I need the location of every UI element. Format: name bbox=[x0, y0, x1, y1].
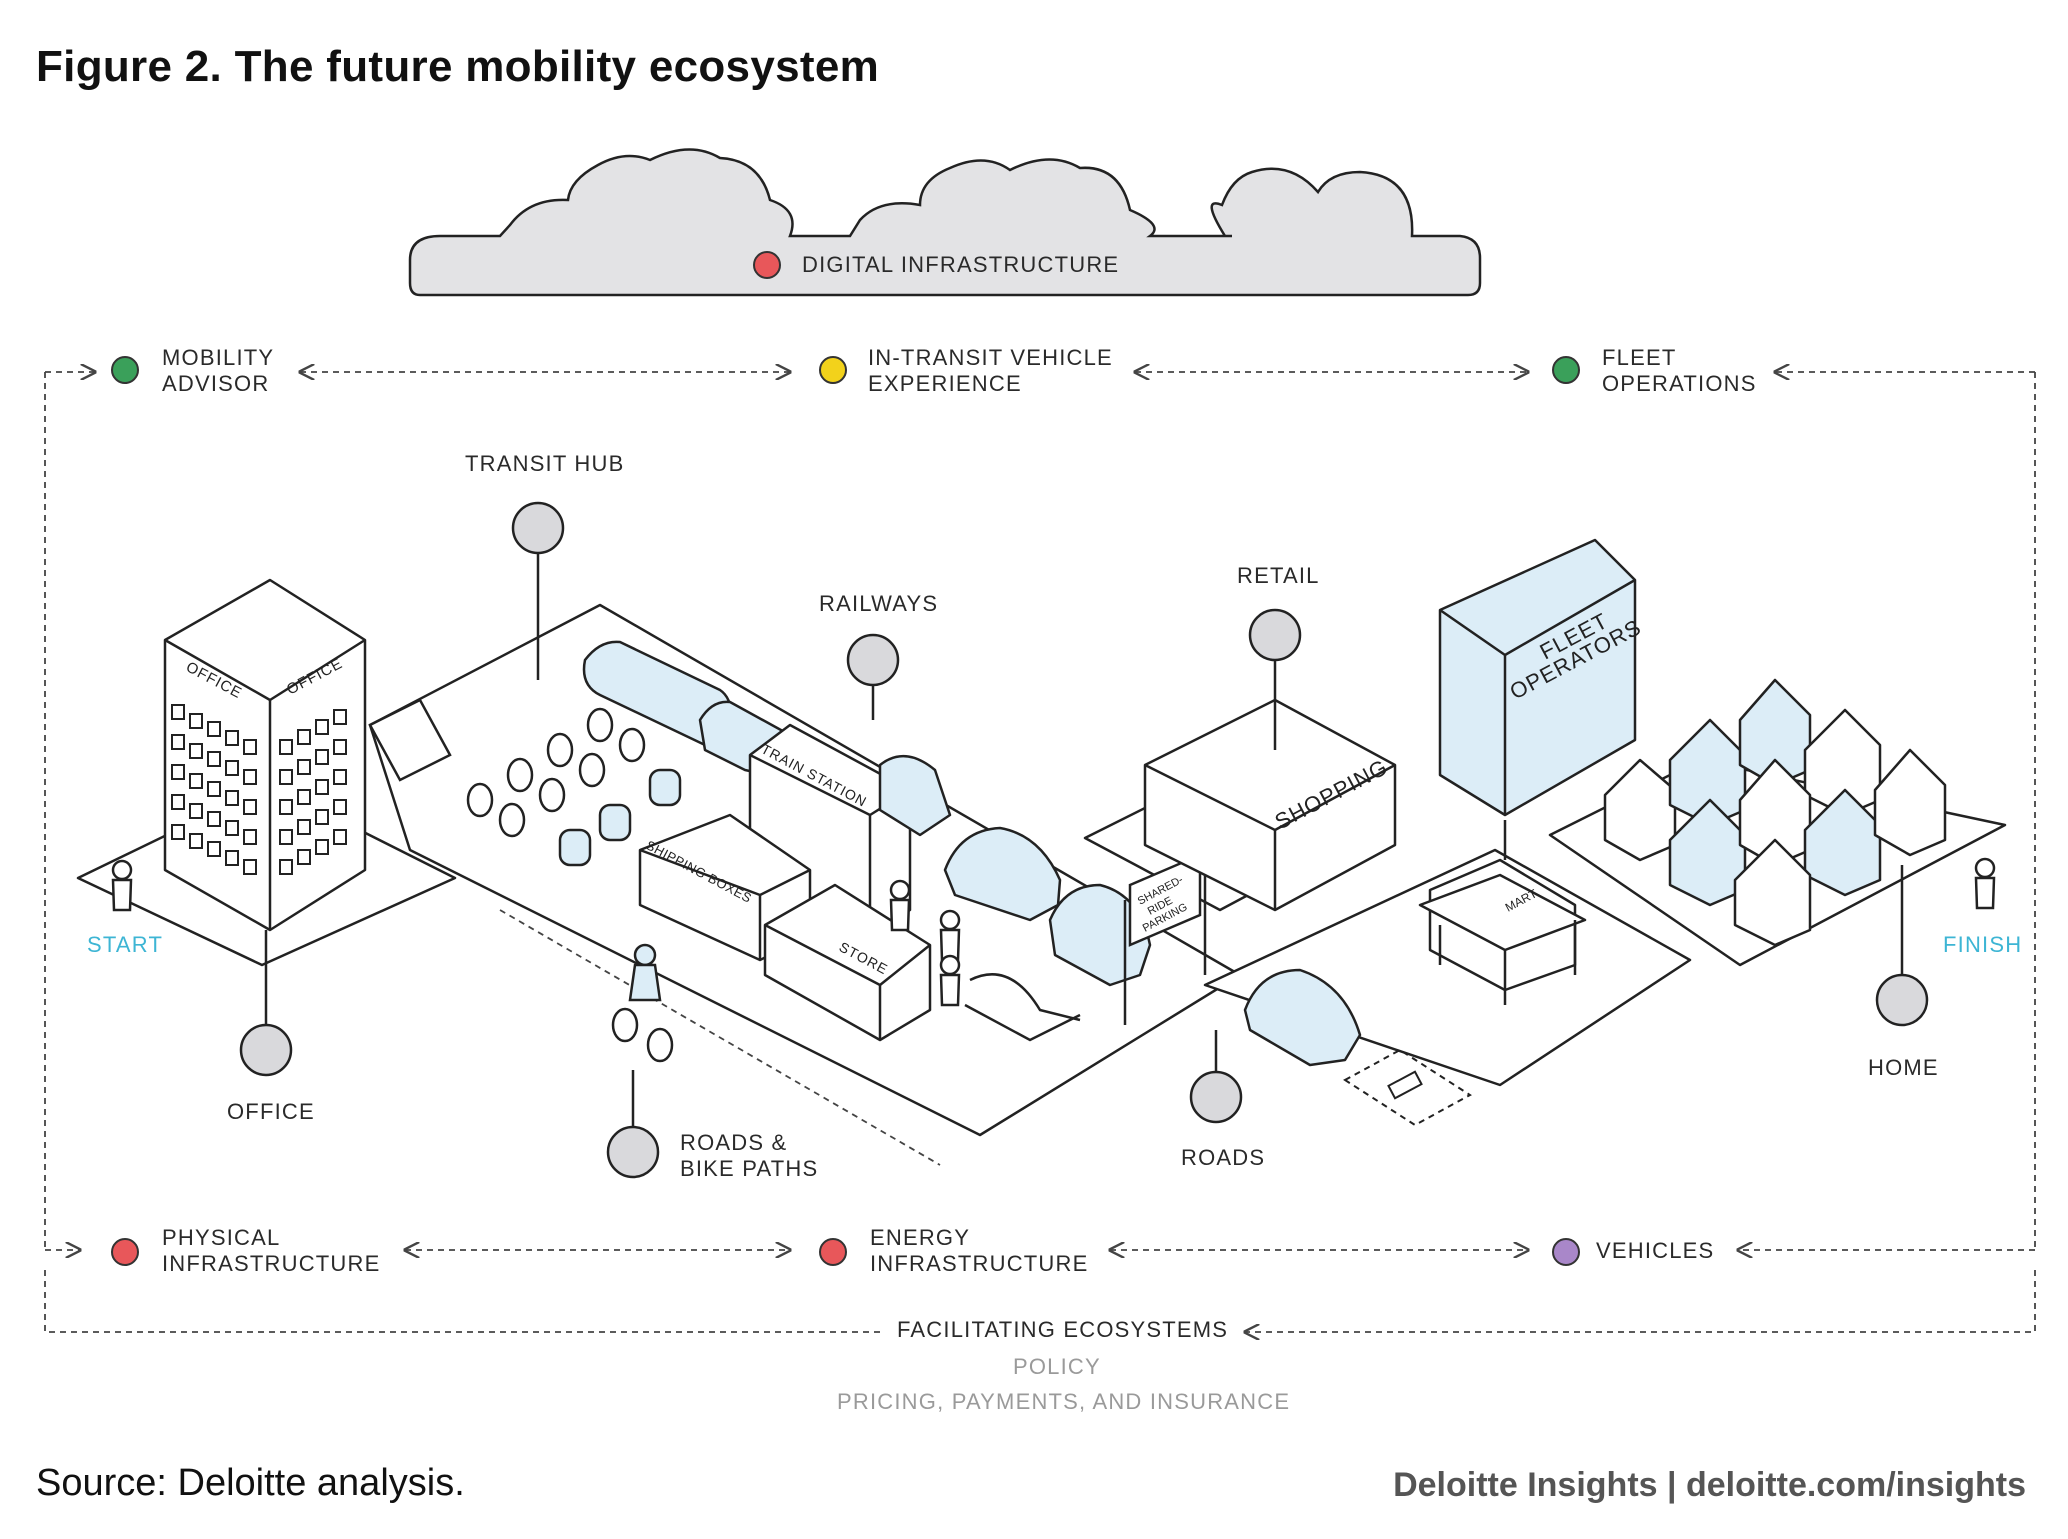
battery-icon bbox=[1387, 1070, 1423, 1100]
roads-label: ROADS bbox=[1181, 1145, 1266, 1170]
retail-label: RETAIL bbox=[1237, 563, 1320, 588]
in-transit-line2: EXPERIENCE bbox=[868, 371, 1022, 396]
bike-share-rack bbox=[466, 707, 646, 838]
pricing-label: PRICING, PAYMENTS, AND INSURANCE bbox=[837, 1389, 1291, 1414]
roads-bike-line1: ROADS & bbox=[680, 1130, 788, 1155]
fleet-operations-line1: FLEET bbox=[1602, 345, 1677, 370]
brand-footer[interactable]: Deloitte Insights | deloitte.com/insight… bbox=[1393, 1466, 2026, 1504]
home-label: HOME bbox=[1868, 1055, 1939, 1080]
shopping-building bbox=[1143, 698, 1397, 912]
finish-label: FINISH bbox=[1943, 932, 2023, 957]
facilitating-ecosystems-label: FACILITATING ECOSYSTEMS bbox=[897, 1317, 1229, 1342]
in-transit-dot bbox=[819, 356, 847, 384]
cloud-status-dot bbox=[753, 251, 781, 279]
mobility-advisor-line1: MOBILITY bbox=[162, 345, 275, 370]
shared-ride-sign bbox=[1123, 853, 1207, 1025]
source-note: Source: Deloitte analysis. bbox=[36, 1462, 465, 1504]
vehicles-label: VEHICLES bbox=[1596, 1238, 1715, 1263]
top-connector-lines bbox=[44, 372, 2036, 1250]
fleet-operations-line2: OPERATIONS bbox=[1602, 371, 1757, 396]
fleet-operators-building bbox=[1438, 538, 1637, 817]
scooters bbox=[558, 768, 682, 867]
transit-hub-walkway bbox=[368, 698, 452, 782]
fleet-operations-dot bbox=[1552, 356, 1580, 384]
store-building bbox=[763, 883, 932, 1042]
physical-infra-line2: INFRASTRUCTURE bbox=[162, 1251, 381, 1276]
location-pins bbox=[239, 501, 1929, 1179]
energy-infra-dot bbox=[819, 1238, 847, 1266]
digital-infrastructure-label: DIGITAL INFRASTRUCTURE bbox=[802, 252, 1120, 277]
physical-infra-line1: PHYSICAL bbox=[162, 1225, 281, 1250]
charging-pad bbox=[1343, 1048, 1472, 1127]
cloud-shape bbox=[408, 148, 1482, 297]
in-transit-line1: IN-TRANSIT VEHICLE bbox=[868, 345, 1113, 370]
vehicles-dot bbox=[1552, 1238, 1580, 1266]
railways-label: RAILWAYS bbox=[819, 591, 939, 616]
office-windows bbox=[171, 704, 347, 875]
fleet-operations-label: FLEET OPERATIONS bbox=[1602, 345, 1757, 397]
roads-bike-label: ROADS & BIKE PATHS bbox=[680, 1130, 818, 1182]
in-transit-label: IN-TRANSIT VEHICLE EXPERIENCE bbox=[868, 345, 1113, 397]
ramp bbox=[964, 973, 1081, 1042]
mobility-advisor-line2: ADVISOR bbox=[162, 371, 270, 396]
start-label: START bbox=[87, 932, 164, 957]
physical-infrastructure-label: PHYSICAL INFRASTRUCTURE bbox=[162, 1225, 380, 1277]
mart-kiosk bbox=[1418, 820, 1587, 1005]
cyclist bbox=[611, 943, 674, 1063]
energy-infra-line2: INFRASTRUCTURE bbox=[870, 1251, 1089, 1276]
policy-label: POLICY bbox=[1013, 1354, 1101, 1379]
mobility-advisor-dot bbox=[111, 356, 139, 384]
figure-title-text: The future mobility ecosystem bbox=[234, 42, 880, 91]
bottom-connector-lines bbox=[44, 1250, 2036, 1332]
roads-bike-line2: BIKE PATHS bbox=[680, 1156, 819, 1181]
physical-infra-dot bbox=[111, 1238, 139, 1266]
bike-path-dashed bbox=[499, 909, 941, 1166]
mobility-advisor-label: MOBILITY ADVISOR bbox=[162, 345, 274, 397]
people-figures bbox=[111, 857, 1996, 1007]
energy-infrastructure-label: ENERGY INFRASTRUCTURE bbox=[870, 1225, 1088, 1277]
figure-title: Figure 2. The future mobility ecosystem bbox=[36, 42, 879, 92]
figure-number: Figure 2. bbox=[36, 42, 223, 91]
office-label: OFFICE bbox=[227, 1099, 315, 1124]
transit-hub-label: TRANSIT HUB bbox=[465, 451, 625, 476]
houses bbox=[1603, 678, 1947, 947]
energy-infra-line1: ENERGY bbox=[870, 1225, 971, 1250]
